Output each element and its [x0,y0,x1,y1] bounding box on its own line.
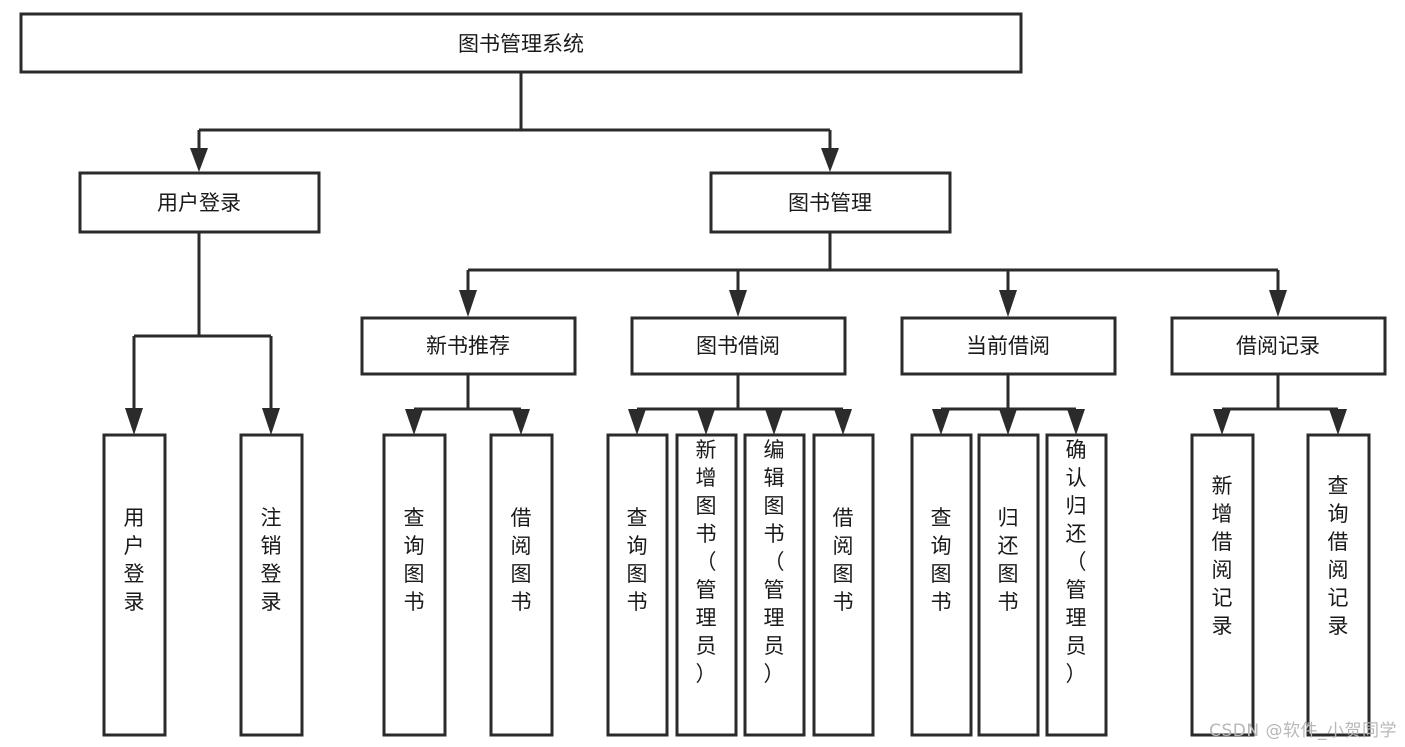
leaf-label-bb-add-book: 新增图书（管理员） [696,438,717,686]
leaf-label-cb-return-book: 归还图书 [998,506,1019,614]
borrow-record-label: 借阅记录 [1236,334,1320,358]
leaf-node-cb-confirm-return[interactable]: 确认归还（管理员） [1045,433,1108,737]
leaf-node-br-query-record[interactable]: 查询借阅记录 [1306,433,1371,737]
arrow-head-br-2 [1329,409,1347,435]
arrow-head-nb-2 [512,409,530,435]
leaf-node-br-add-record[interactable]: 新增借阅记录 [1190,433,1255,737]
leaf-box-logout[interactable] [239,433,304,737]
arrow-head-current-borrow [999,290,1017,317]
connector-current-borrow-to-leaves [932,374,1085,435]
leaf-node-user-login[interactable]: 用户登录 [102,433,167,737]
root-box[interactable] [19,12,1023,74]
root-label: 图书管理系统 [458,32,584,56]
node-borrow-record[interactable]: 借阅记录 [1170,316,1387,376]
arrow-head-user-login [190,148,208,172]
node-current-borrow[interactable]: 当前借阅 [900,316,1117,376]
leaf-node-nb-query-book[interactable]: 查询图书 [382,433,447,737]
leaf-node-bb-add-book[interactable]: 新增图书（管理员） [675,433,738,737]
leaf-node-nb-borrow-book[interactable]: 借阅图书 [489,433,554,737]
arrow-head-bb-2 [697,409,715,435]
leaf-box-bb-query-book[interactable] [606,433,669,737]
book-manage-label: 图书管理 [788,191,872,215]
leaf-box-bb-add-book[interactable] [675,433,738,737]
arrow-head-new-book [459,290,477,317]
connector-borrow-record-to-leaves [1213,374,1347,435]
arrow-head-cb-3 [1067,409,1085,435]
user-login-label: 用户登录 [157,191,241,215]
arrow-head-nb-1 [405,409,423,435]
leaf-node-bb-borrow-book[interactable]: 借阅图书 [812,433,875,737]
new-book-recommend-box[interactable] [360,316,577,376]
arrow-head-cb-1 [932,409,950,435]
current-borrow-box[interactable] [900,316,1117,376]
leaf-label-user-login: 用户登录 [124,506,145,614]
leaf-label-br-query-record: 查询借阅记录 [1328,474,1349,638]
leaf-label-bb-edit-book: 编辑图书（管理员） [764,438,785,686]
connector-new-book-to-leaves [405,374,530,435]
arrow-head-bb-1 [628,409,646,435]
leaf-box-br-add-record[interactable] [1190,433,1255,737]
new-book-recommend-label: 新书推荐 [426,334,510,358]
leaf-box-br-query-record[interactable] [1306,433,1371,737]
leaf-node-cb-return-book[interactable]: 归还图书 [977,433,1040,737]
arrow-head-br-1 [1213,409,1231,435]
leaf-box-cb-confirm-return[interactable] [1045,433,1108,737]
arrow-head-book-borrow [729,290,747,317]
connector-book-manage-to-level3 [459,232,1287,317]
leaf-box-bb-edit-book[interactable] [743,433,806,737]
leaf-label-nb-query-book: 查询图书 [404,506,425,614]
node-user-login[interactable]: 用户登录 [78,171,321,234]
leaf-label-cb-confirm-return: 确认归还（管理员） [1066,438,1087,686]
leaf-label-bb-query-book: 查询图书 [627,506,648,614]
leaf-label-logout: 注销登录 [261,506,282,614]
node-book-borrow[interactable]: 图书借阅 [630,316,847,376]
node-new-book-recommend[interactable]: 新书推荐 [360,316,577,376]
arrow-head-cb-2 [999,409,1017,435]
leaf-label-cb-query-book: 查询图书 [931,506,952,614]
leaf-box-cb-query-book[interactable] [910,433,973,737]
csdn-watermark: CSDN @软件_小贺同学 [1209,721,1397,741]
leaf-node-bb-query-book[interactable]: 查询图书 [606,433,669,737]
book-borrow-box[interactable] [630,316,847,376]
leaf-node-cb-query-book[interactable]: 查询图书 [910,433,973,737]
leaf-label-bb-borrow-book: 借阅图书 [833,506,854,614]
leaf-box-user-login[interactable] [102,433,167,737]
arrow-head-book-manage [821,148,839,172]
current-borrow-label: 当前借阅 [966,334,1050,358]
leaf-node-logout[interactable]: 注销登录 [239,433,304,737]
node-book-manage[interactable]: 图书管理 [709,171,952,234]
arrow-head-leaf-logout [262,408,280,435]
leaf-box-nb-query-book[interactable] [382,433,447,737]
leaf-label-br-add-record: 新增借阅记录 [1212,474,1233,638]
leaf-node-bb-edit-book[interactable]: 编辑图书（管理员） [743,433,806,737]
book-manage-box[interactable] [709,171,952,234]
leaf-box-bb-borrow-book[interactable] [812,433,875,737]
connector-root-to-level2 [190,72,839,172]
arrow-head-borrow-record [1269,290,1287,317]
connector-book-borrow-to-leaves [628,374,852,435]
arrow-head-bb-4 [834,409,852,435]
arrow-head-bb-3 [765,409,783,435]
leaf-box-nb-borrow-book[interactable] [489,433,554,737]
leaf-box-cb-return-book[interactable] [977,433,1040,737]
leaf-label-nb-borrow-book: 借阅图书 [511,506,532,614]
node-root[interactable]: 图书管理系统 [19,12,1023,74]
arrow-head-leaf-user-login [125,408,143,435]
book-borrow-label: 图书借阅 [696,334,780,358]
connector-user-login-to-leaves [125,232,280,435]
borrow-record-box[interactable] [1170,316,1387,376]
